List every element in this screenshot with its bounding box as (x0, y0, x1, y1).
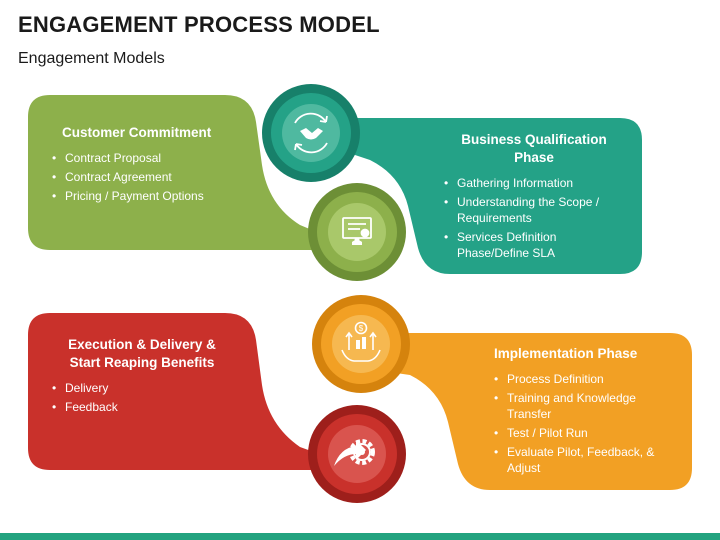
list-item: Evaluate Pilot, Feedback, & Adjust (494, 444, 674, 476)
implementation-heading: Implementation Phase (494, 346, 638, 361)
list-item: Process Definition (494, 371, 674, 387)
implementation-icon-disc (332, 315, 390, 373)
implementation-text: Implementation Phase Process Definition … (494, 345, 674, 479)
list-item: Training and Knowledge Transfer (494, 390, 674, 422)
hands-money-growth-icon: $ (341, 321, 381, 362)
list-item: Contract Agreement (52, 169, 252, 185)
customer-commitment-text: Customer Commitment Contract Proposal Co… (52, 124, 252, 207)
customer-commitment-list: Contract Proposal Contract Agreement Pri… (52, 150, 252, 204)
customer-commitment-heading: Customer Commitment (62, 125, 212, 140)
list-item: Pricing / Payment Options (52, 188, 252, 204)
execution-delivery-list: Delivery Feedback (52, 380, 232, 415)
business-qualification-list: Gathering Information Understanding the … (444, 175, 624, 261)
implementation-list: Process Definition Training and Knowledg… (494, 371, 674, 476)
customer-commitment-icon-disc (328, 203, 386, 261)
list-item: Understanding the Scope / Requirements (444, 194, 624, 226)
page-title: ENGAGEMENT PROCESS MODEL (18, 12, 380, 37)
business-qualification-text: Business Qualification Phase Gathering I… (444, 131, 624, 264)
execution-delivery-heading: Execution & Delivery & Start Reaping Ben… (68, 337, 216, 370)
execution-delivery-text: Execution & Delivery & Start Reaping Ben… (52, 336, 232, 418)
gear-arrow-icon (334, 439, 375, 466)
list-item: Test / Pilot Run (494, 425, 674, 441)
business-qualification-heading: Business Qualification Phase (461, 132, 607, 165)
list-item: Contract Proposal (52, 150, 252, 166)
list-item: Delivery (52, 380, 232, 396)
handshake-cycle-icon (294, 112, 328, 154)
list-item: Services Definition Phase/Define SLA (444, 229, 624, 261)
contract-certificate-icon (342, 217, 372, 245)
page-subtitle: Engagement Models (18, 50, 165, 67)
svg-text:$: $ (359, 324, 364, 333)
list-item: Feedback (52, 399, 232, 415)
footer-bar (0, 533, 720, 540)
list-item: Gathering Information (444, 175, 624, 191)
